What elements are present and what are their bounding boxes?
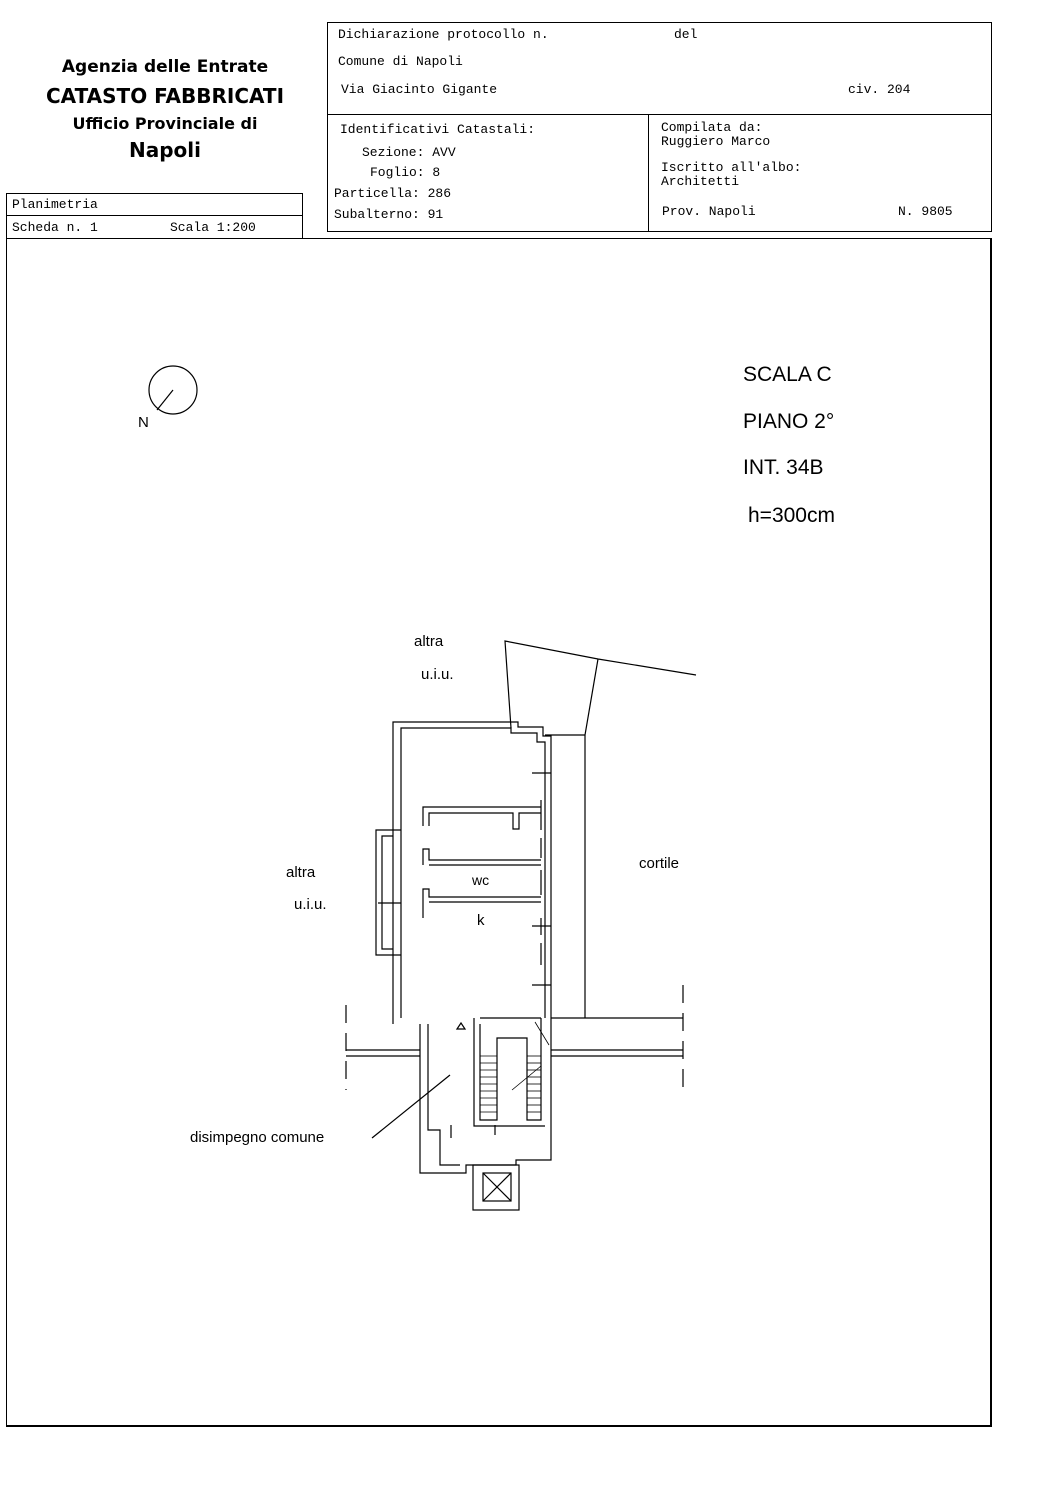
plan-frame [6, 238, 992, 1427]
compiler-province: Prov. Napoli [662, 204, 756, 219]
albo-number: N. 9805 [898, 204, 953, 219]
compiler-label: Compilata da: [661, 120, 763, 135]
civic-number: civ. 204 [848, 82, 911, 97]
cortile-label: cortile [639, 855, 680, 872]
unit-label: INT. 34B [743, 456, 824, 479]
office-city: Napoli [128, 138, 201, 162]
particella: Particella: 286 [334, 186, 452, 201]
catasto-title: CATASTO FABBRICATI [45, 84, 285, 108]
kitchen-label: k [477, 912, 485, 929]
protocol-label: Dichiarazione protocollo n. [338, 27, 549, 42]
north-arrow-icon [148, 365, 198, 415]
sheet-type: Planimetria [12, 197, 98, 212]
address: Via Giacinto Gigante [341, 82, 498, 97]
wc-label: wc [472, 872, 490, 888]
uiu-label-top: u.i.u. [421, 666, 454, 683]
comune: Comune di Napoli [338, 54, 463, 69]
sheet-number: Scheda n. 1 [12, 220, 98, 235]
identifiers-title: Identificativi Catastali: [340, 122, 536, 137]
north-label: N [138, 414, 149, 431]
office-label: Ufficio Provinciale di [72, 114, 258, 133]
declaration-box: Dichiarazione protocollo n. del Comune d… [327, 22, 992, 232]
foglio: Foglio: 8 [370, 165, 441, 180]
subalterno: Subalterno: 91 [334, 207, 444, 222]
floor-label: PIANO 2° [743, 410, 835, 433]
sheet-scale: Scala 1:200 [170, 220, 256, 235]
albo-value: Architetti [661, 174, 740, 189]
agency-name: Agenzia delle Entrate [61, 57, 269, 77]
sezione: Sezione: AVV [362, 145, 456, 160]
altra-label-left: altra [286, 864, 316, 881]
disimpegno-label: disimpegno comune [190, 1129, 325, 1146]
del-label: del [674, 27, 698, 42]
albo-label: Iscritto all'albo: [661, 160, 802, 175]
altra-label-top: altra [414, 633, 444, 650]
uiu-label-left: u.i.u. [294, 896, 327, 913]
scala-label: SCALA C [743, 363, 832, 386]
compiler-name: Ruggiero Marco [661, 134, 771, 149]
height-label: h=300cm [748, 504, 835, 527]
